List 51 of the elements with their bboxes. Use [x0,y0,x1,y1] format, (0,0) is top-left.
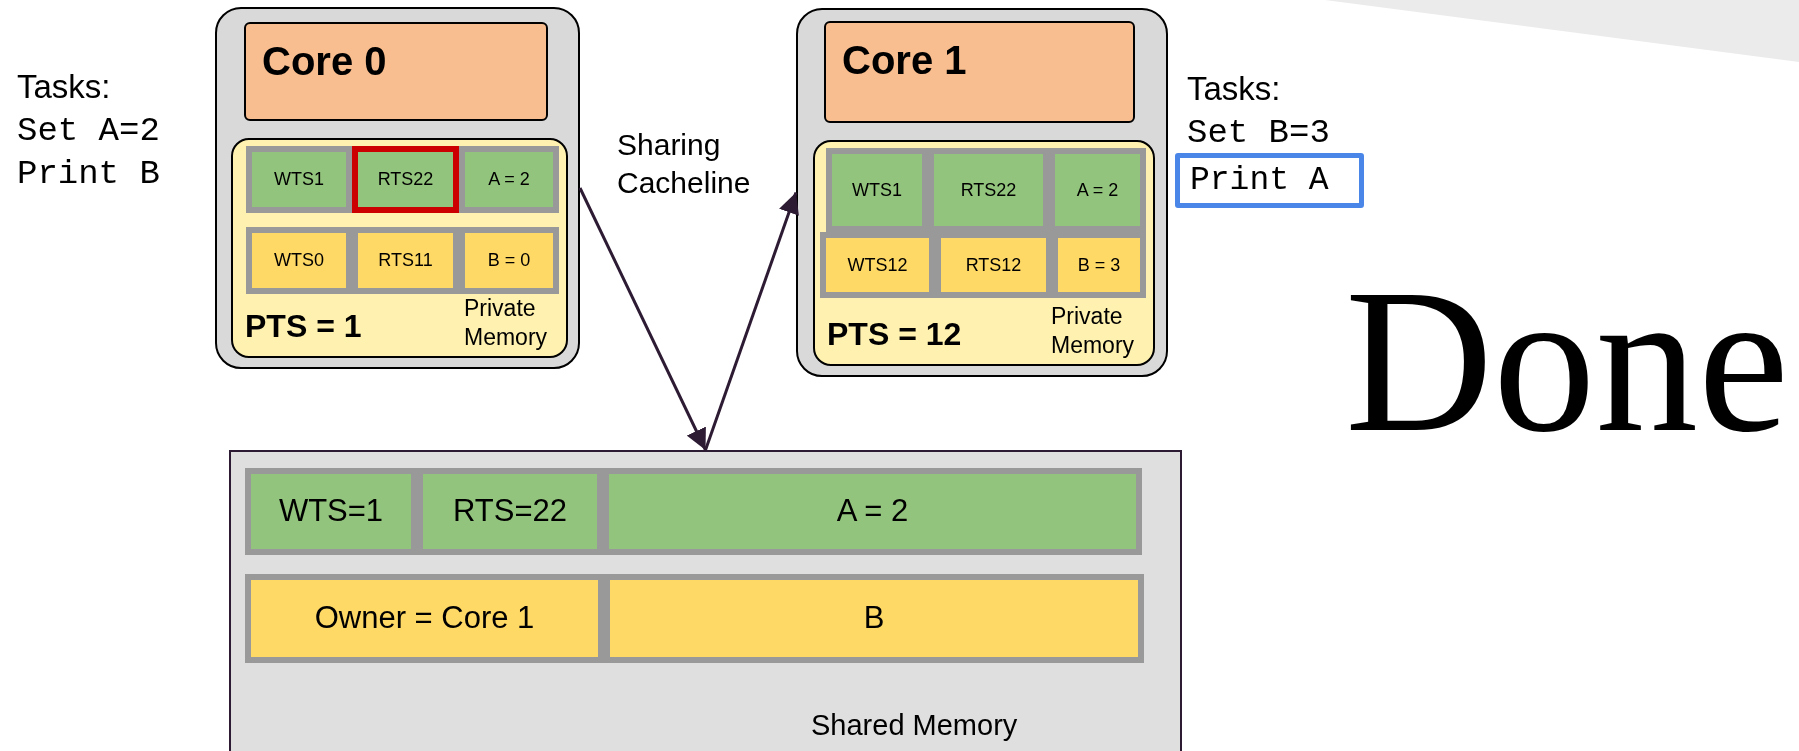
heading-text: Tasks: [17,68,111,105]
cell-text: RTS12 [965,253,1022,277]
core-panel [796,8,1168,377]
core-box [244,22,548,121]
cell-text: WTS1 [274,168,324,191]
cell-text: RTS22 [377,168,434,191]
cache-cell [604,574,1144,663]
cache-cell [246,146,352,213]
cell-text: RTS22 [960,178,1017,202]
cell-text: WTS0 [274,249,324,272]
annotation-text: Sharing Cacheline [617,127,752,201]
task-text: Set A=2 [17,112,160,150]
cell-text: WTS12 [847,253,908,277]
cell-text: Owner = Core 1 [314,599,535,638]
core-title: Core 1 [842,38,967,82]
core-box [824,21,1135,123]
cache-cell [245,574,604,663]
cell-text: RTS11 [378,249,433,272]
task-text: Set B=3 [1187,114,1330,152]
cell-text: WTS=1 [278,492,384,531]
panel-caption: Private Memory [1051,302,1136,360]
cache-cell [352,146,459,213]
arrow [704,192,799,451]
task-box [1175,153,1364,208]
task-text: Print B [17,155,160,193]
task-text: Print A [1190,160,1329,201]
panel-caption: Shared Memory [811,708,1018,743]
cell-text: RTS=22 [453,492,567,531]
core-title: Core 0 [262,39,387,83]
cell-text: A = 2 [836,492,909,531]
pts-value: PTS = 12 [827,318,962,350]
core-panel [215,7,580,369]
shared-memory-panel [229,450,1182,751]
cell-text: WTS1 [852,178,902,202]
cell-text: B = 3 [1077,253,1121,277]
panel-caption: Private Memory [464,294,549,352]
cache-cell [245,468,417,555]
cell-text: B [863,599,885,638]
cache-cell [459,146,559,213]
cache-cell [246,227,352,294]
heading-text: Tasks: [1187,70,1281,107]
pts-value: PTS = 1 [245,310,362,342]
cache-cell [603,468,1142,555]
cache-cell [459,227,559,294]
cell-text: A = 2 [1076,178,1119,202]
cell-text: B = 0 [487,249,531,272]
private-memory-panel [813,140,1155,366]
arrow [578,187,707,451]
private-memory-panel [231,138,568,358]
cell-text: A = 2 [488,168,530,191]
status-text: Done [1345,247,1790,474]
